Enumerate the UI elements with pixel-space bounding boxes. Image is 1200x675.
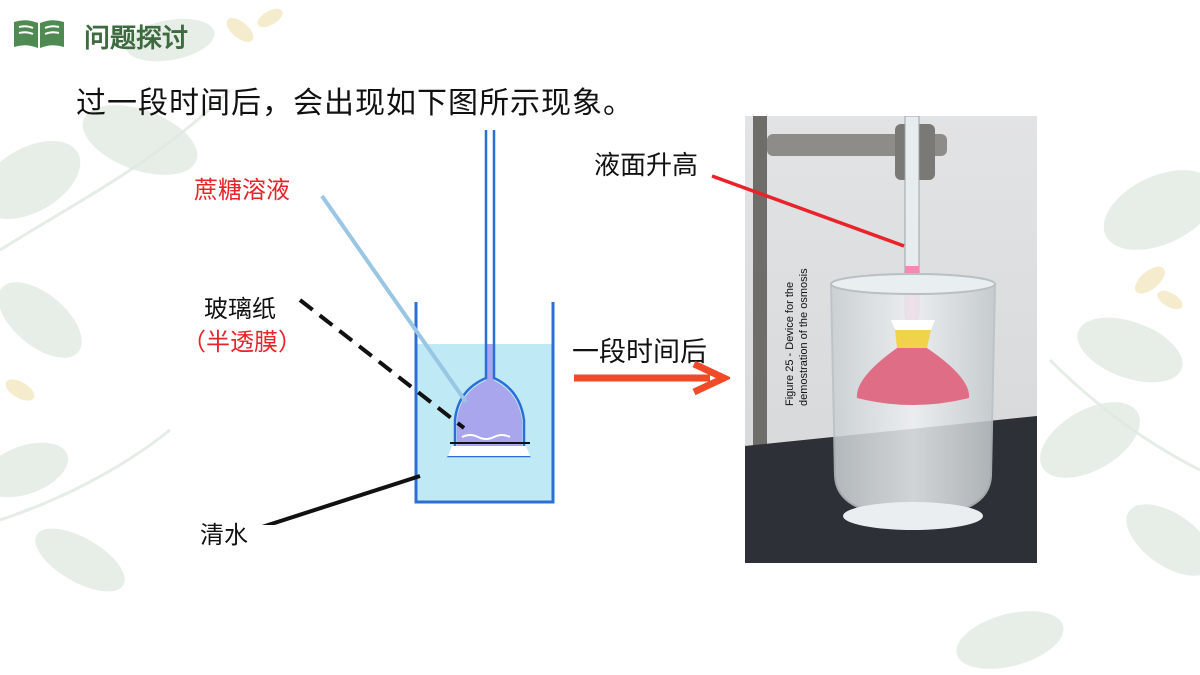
sucrose-pointer-line bbox=[320, 194, 468, 404]
membrane-wrap bbox=[448, 446, 530, 456]
rise-pointer bbox=[711, 174, 905, 248]
right-arrow-icon bbox=[574, 360, 730, 396]
book-icon bbox=[14, 20, 64, 48]
osmosis-apparatus-photo: Figure 25 - Device for the demostration … bbox=[745, 116, 1037, 563]
photo-caption-line2: demostration of the osmosis bbox=[798, 268, 810, 406]
cellophane-pointer-line bbox=[298, 298, 466, 430]
label-clear-water: 清水 bbox=[200, 521, 248, 549]
osmosis-diagram bbox=[261, 130, 555, 525]
photo-caption-line1: Figure 25 - Device for the bbox=[784, 282, 796, 406]
header-bar bbox=[12, 14, 252, 58]
page-title: 问题探讨 bbox=[84, 24, 189, 54]
water-pointer-line bbox=[261, 474, 421, 525]
intro-text: 过一段时间后，会出现如下图所示现象。 bbox=[76, 86, 634, 121]
sucrose-solution-bulb bbox=[457, 380, 522, 446]
rise-pointer-line bbox=[711, 174, 905, 248]
arrow-label: 一段时间后 bbox=[572, 337, 707, 368]
label-semipermeable-membrane: （半透膜） bbox=[182, 328, 302, 356]
label-sucrose-solution: 蔗糖溶液 bbox=[194, 176, 290, 204]
label-cellophane: 玻璃纸 bbox=[204, 295, 276, 323]
label-liquid-rise: 液面升高 bbox=[594, 151, 699, 181]
beaker bbox=[414, 302, 555, 504]
